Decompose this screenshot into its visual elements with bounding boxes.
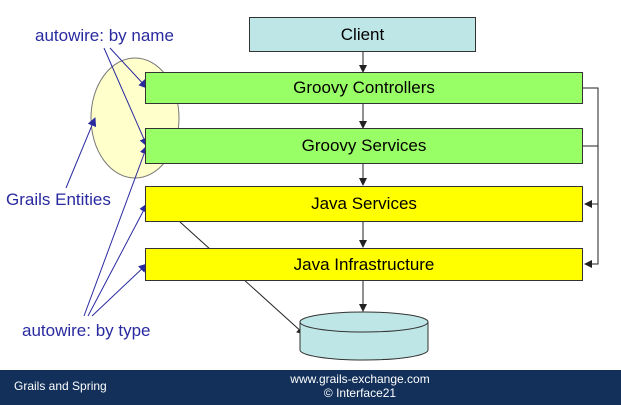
client-box: Client [249,17,476,52]
grails-entities-label: Grails Entities [6,190,111,209]
architecture-diagram [65,47,599,361]
annotation-arrow-by-name-services [103,47,148,147]
footer-credits: www.grails-exchange.com © Interface21 [250,372,470,400]
footer-bar: Grails and Spring www.grails-exchange.co… [0,370,621,405]
java-services-box: Java Services [145,186,583,222]
footer-url: www.grails-exchange.com [290,372,430,386]
connector-groovy-services-to-infrastructure [583,145,599,268]
annotation-arrow-by-type-groovy-services [83,145,149,317]
footer-copyright: © Interface21 [323,386,397,400]
annotation-arrow-by-name-controllers [109,47,148,89]
annotation-arrow-by-type-infrastructure [91,263,148,317]
groovy-services-box: Groovy Services [145,128,583,164]
footer-title: Grails and Spring [14,379,107,393]
groovy-controllers-box: Groovy Controllers [145,72,583,104]
java-infrastructure-box: Java Infrastructure [145,248,583,281]
annotation-arrow-by-type-java-services [87,203,148,317]
database-cylinder [299,311,429,361]
annotation-arrow-grails-entities [65,117,97,189]
autowire-by-type-label: autowire: by type [22,321,151,340]
autowire-by-name-label: autowire: by name [35,26,174,45]
